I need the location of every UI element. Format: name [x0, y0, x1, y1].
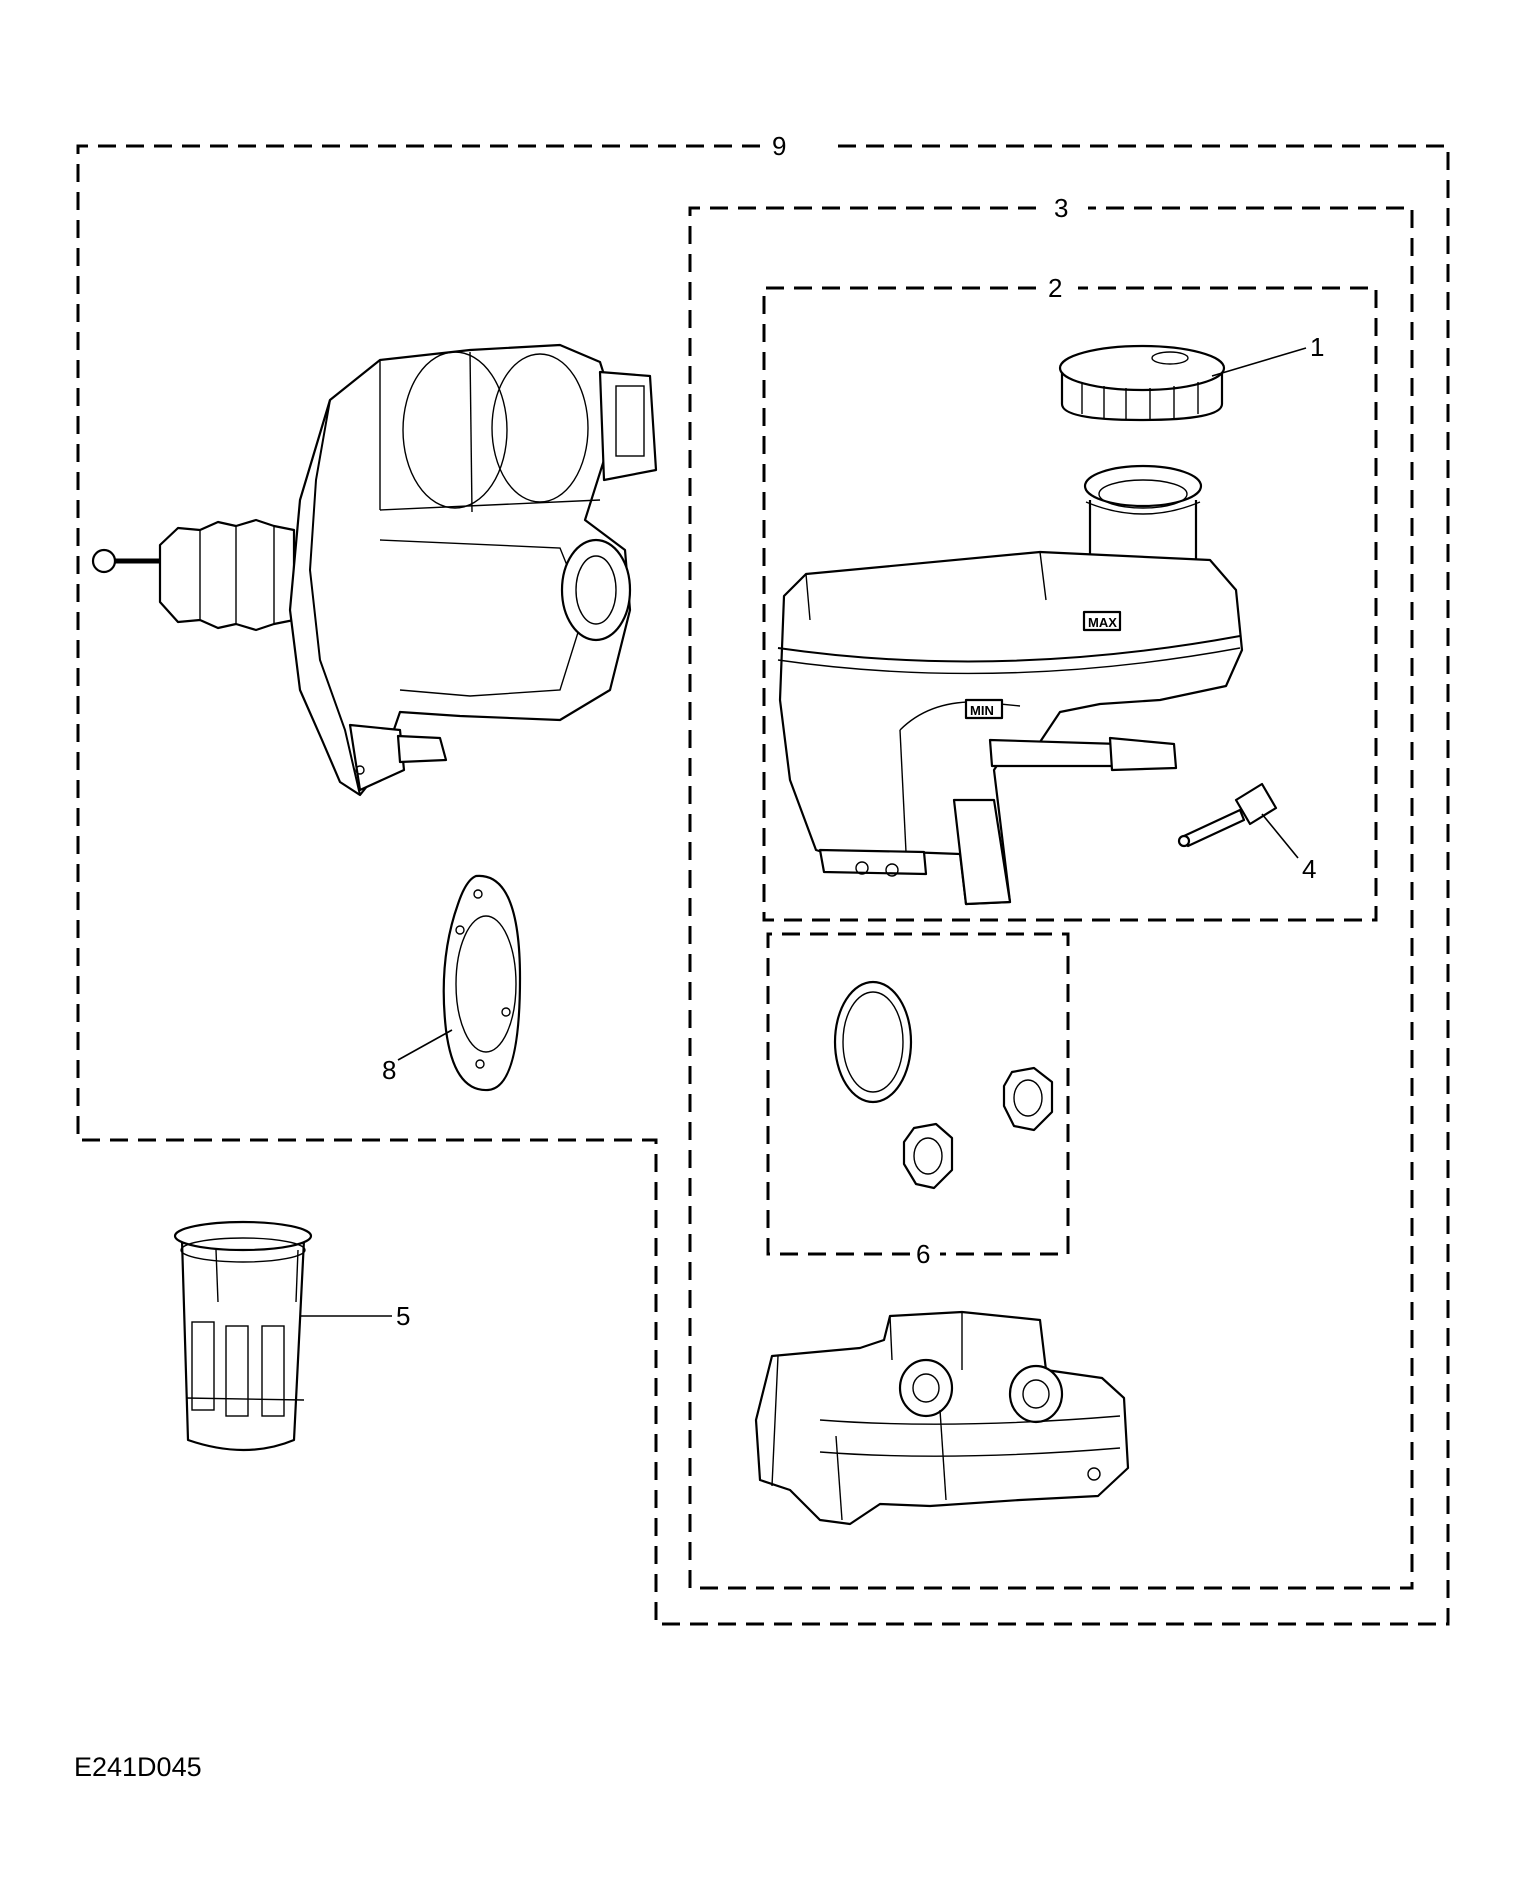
callout-5: 5	[396, 1301, 410, 1331]
brake-fluid-reservoir-drawing: MAX MIN	[777, 464, 1244, 906]
reservoir-filter-drawing	[173, 1220, 313, 1452]
figure-identifier: E241D045	[74, 1752, 202, 1782]
master-cylinder-drawing	[754, 1310, 1130, 1526]
callout-6: 6	[916, 1239, 930, 1269]
min-marking: MIN	[970, 703, 994, 718]
leader-1	[1211, 347, 1307, 377]
callout-9: 9	[772, 131, 786, 161]
group-6-boundary	[766, 932, 1070, 1256]
callout-8: 8	[382, 1055, 396, 1085]
callout-3: 3	[1054, 193, 1068, 223]
group-2-boundary	[762, 286, 1378, 922]
callout-4: 4	[1302, 854, 1316, 884]
group-9-boundary	[76, 144, 1450, 1626]
gasket-drawing	[442, 874, 522, 1092]
callout-1: 1	[1310, 332, 1324, 362]
retaining-pin-drawing	[1177, 782, 1278, 848]
reservoir-cap-drawing	[1058, 344, 1226, 422]
seal-kit-drawing	[833, 980, 1054, 1190]
callout-2: 2	[1048, 273, 1062, 303]
group-3-boundary	[688, 206, 1414, 1590]
brake-booster-drawing	[91, 343, 658, 797]
leader-8	[397, 1029, 453, 1061]
leader-4	[1261, 813, 1299, 859]
max-marking: MAX	[1088, 615, 1117, 630]
